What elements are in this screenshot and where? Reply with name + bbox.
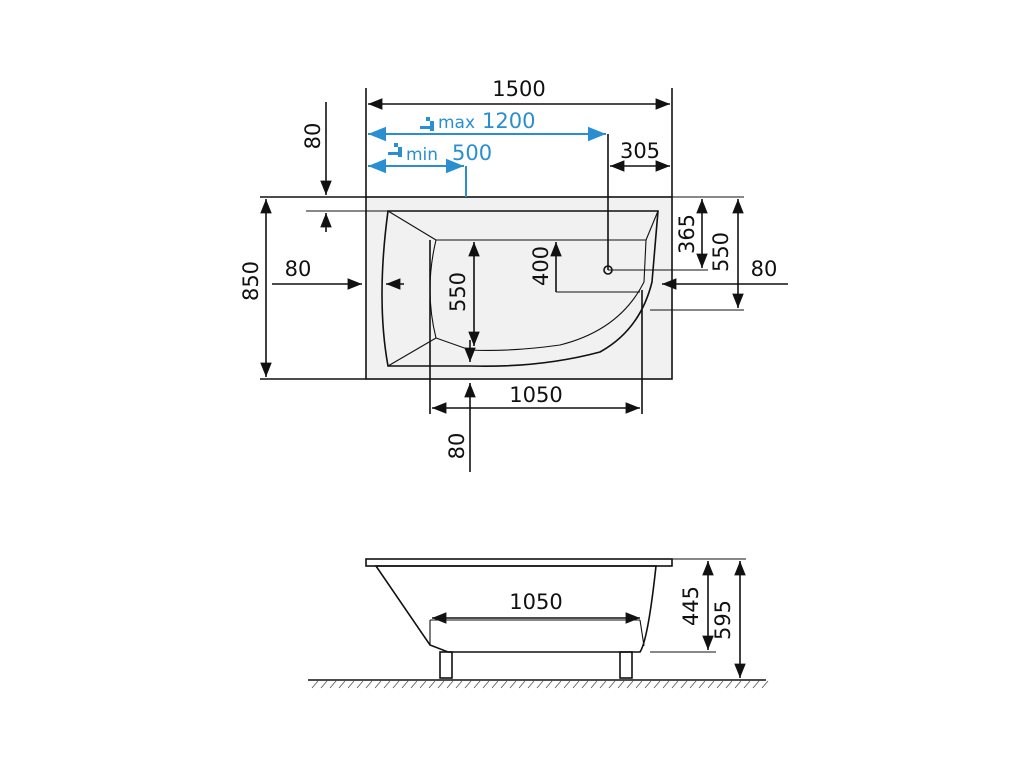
hatch-line <box>563 680 571 689</box>
side-total-height-label: 595 <box>711 600 735 640</box>
hatch-line <box>653 680 661 689</box>
hatch-line <box>635 680 643 689</box>
hatch-line <box>437 680 445 689</box>
hatch-line <box>599 680 607 689</box>
rim-top-label: 80 <box>301 123 325 150</box>
hatch-line <box>401 680 409 689</box>
tap-min-label: min <box>406 145 438 165</box>
faucet-icon <box>420 117 434 131</box>
tub-floor-side <box>429 619 645 647</box>
rim-bottom-label: 80 <box>445 433 469 460</box>
hatch-line <box>743 680 751 689</box>
hatch-line <box>572 680 580 689</box>
hatch-line <box>545 680 553 689</box>
hatch-line <box>338 680 346 689</box>
hatch-line <box>347 680 355 689</box>
tub-leg-right <box>619 651 633 679</box>
side-inner-length-label: 1050 <box>509 590 562 614</box>
inner-width-label: 550 <box>446 272 470 312</box>
hatch-line <box>644 680 652 689</box>
hatch-line <box>536 680 544 689</box>
hatch-line <box>725 680 733 689</box>
hatch-line <box>617 680 625 689</box>
drain-right-2-label: 550 <box>709 232 733 272</box>
side-view: 1050 445 595 <box>308 558 769 689</box>
hatch-line <box>428 680 436 689</box>
floor-hatching <box>311 680 769 689</box>
overall-length-label: 1500 <box>492 77 545 101</box>
hatch-line <box>356 680 364 689</box>
hatch-line <box>410 680 418 689</box>
hatch-line <box>581 680 589 689</box>
top-view: 1500 max 1200 min 500 305 80 850 <box>239 77 788 472</box>
hatch-line <box>392 680 400 689</box>
hatch-line <box>626 680 634 689</box>
hatch-line <box>311 680 319 689</box>
hatch-line <box>500 680 508 689</box>
hatch-line <box>518 680 526 689</box>
tub-leg-left <box>439 651 453 679</box>
hatch-line <box>482 680 490 689</box>
hatch-line <box>554 680 562 689</box>
tap-max-label: max <box>438 113 475 133</box>
hatch-line <box>608 680 616 689</box>
hatch-line <box>464 680 472 689</box>
hatch-line <box>365 680 373 689</box>
hatch-line <box>455 680 463 689</box>
hatch-line <box>662 680 670 689</box>
hatch-line <box>590 680 598 689</box>
hatch-line <box>761 680 769 689</box>
tub-shell-side <box>374 565 657 653</box>
side-depth-label: 445 <box>679 586 703 626</box>
hatch-line <box>491 680 499 689</box>
overall-width-label: 850 <box>239 261 263 301</box>
hatch-line <box>419 680 427 689</box>
faucet-icon <box>388 143 402 157</box>
inner-length-label: 1050 <box>509 383 562 407</box>
hatch-line <box>509 680 517 689</box>
tub-rim-side <box>365 558 673 567</box>
hatch-line <box>689 680 697 689</box>
hatch-line <box>383 680 391 689</box>
hatch-line <box>707 680 715 689</box>
drain-right-1-label: 365 <box>675 214 699 254</box>
tap-max-value: 1200 <box>482 109 535 133</box>
hatch-line <box>671 680 679 689</box>
hatch-line <box>329 680 337 689</box>
hatch-line <box>374 680 382 689</box>
hatch-line <box>698 680 706 689</box>
hatch-line <box>446 680 454 689</box>
hatch-line <box>734 680 742 689</box>
hatch-line <box>473 680 481 689</box>
rim-left-label: 80 <box>285 257 312 281</box>
tub-basin <box>381 210 659 368</box>
rim-right-label: 80 <box>751 257 778 281</box>
hatch-line <box>716 680 724 689</box>
tap-min-value: 500 <box>452 141 492 165</box>
hatch-line <box>320 680 328 689</box>
hatch-line <box>752 680 760 689</box>
drain-from-edge-label: 400 <box>529 246 553 286</box>
hatch-line <box>680 680 688 689</box>
tap-offset-label: 305 <box>620 139 660 163</box>
hatch-line <box>527 680 535 689</box>
